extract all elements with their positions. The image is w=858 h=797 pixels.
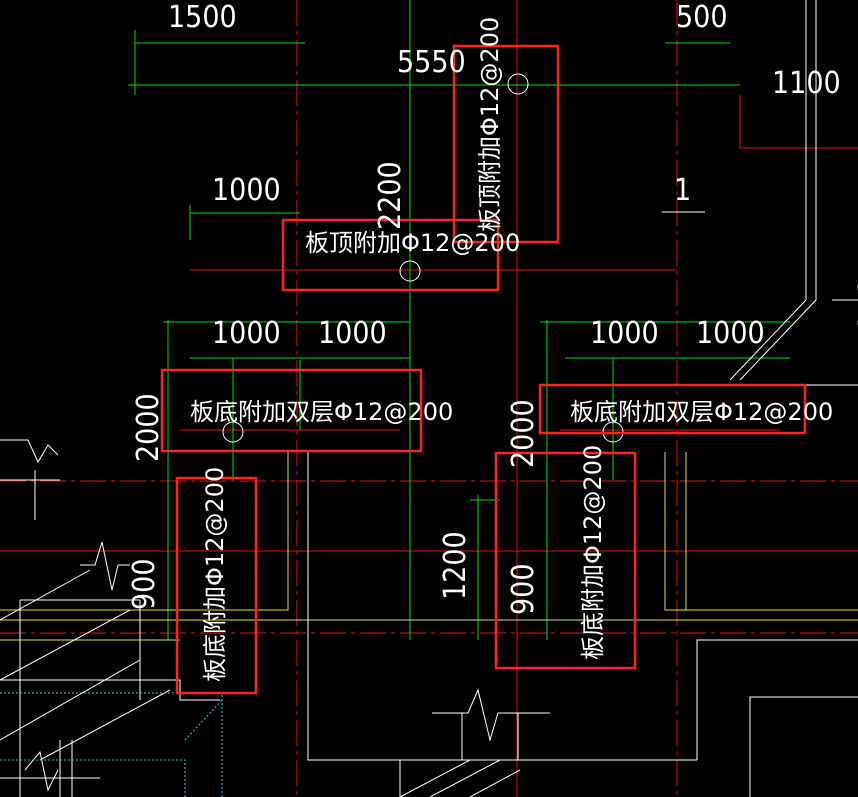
dim-2000-center: 2000 xyxy=(506,399,541,468)
dim-1200: 1200 xyxy=(438,531,473,600)
dimension-labels: 1500 500 5550 1100 1000 2200 1 1000 1000… xyxy=(127,0,858,615)
note-top-horizontal: 板顶附加Φ12@200 xyxy=(305,229,520,257)
dim-1000-right-a: 1000 xyxy=(590,316,659,351)
box-right-vertical xyxy=(494,451,637,670)
reinforcement-notes: 板顶附加Φ12@200 板顶附加Φ12@200 板底附加双层Φ12@200 板底… xyxy=(190,17,833,682)
note-right-vertical: 板底附加Φ12@200 xyxy=(579,445,607,660)
dim-2000-left: 2000 xyxy=(131,393,166,462)
structural-outlines xyxy=(0,452,858,641)
box-left-double xyxy=(160,368,423,453)
dim-1500: 1500 xyxy=(168,0,237,35)
dim-1100: 1100 xyxy=(772,66,841,101)
dashed-outline xyxy=(0,692,223,797)
dim-5550: 5550 xyxy=(397,45,466,80)
dim-1000-upper: 1000 xyxy=(212,173,281,208)
dim-500: 500 xyxy=(676,0,728,35)
dim-1000-left-b: 1000 xyxy=(318,316,387,351)
dim-marker-1: 1 xyxy=(674,173,691,208)
box-left-vertical xyxy=(175,476,258,695)
note-right-double: 板底附加双层Φ12@200 xyxy=(570,398,833,426)
dim-900-center: 900 xyxy=(506,563,541,615)
box-right-double xyxy=(538,383,807,435)
dim-2200: 2200 xyxy=(373,161,408,230)
highlight-boxes xyxy=(160,44,807,695)
box-top-vertical xyxy=(452,44,560,244)
note-top-vertical: 板顶附加Φ12@200 xyxy=(476,17,504,232)
box-top-horizontal xyxy=(281,218,500,292)
dim-1000-right-b: 1000 xyxy=(696,316,765,351)
note-left-double: 板底附加双层Φ12@200 xyxy=(190,398,453,426)
dim-1000-left-a: 1000 xyxy=(212,316,281,351)
dim-edge-fragment: 3E0 xyxy=(850,280,858,331)
dim-900-left: 900 xyxy=(127,558,162,610)
dimension-lines xyxy=(128,0,790,640)
note-left-vertical: 板底附加Φ12@200 xyxy=(201,467,229,682)
